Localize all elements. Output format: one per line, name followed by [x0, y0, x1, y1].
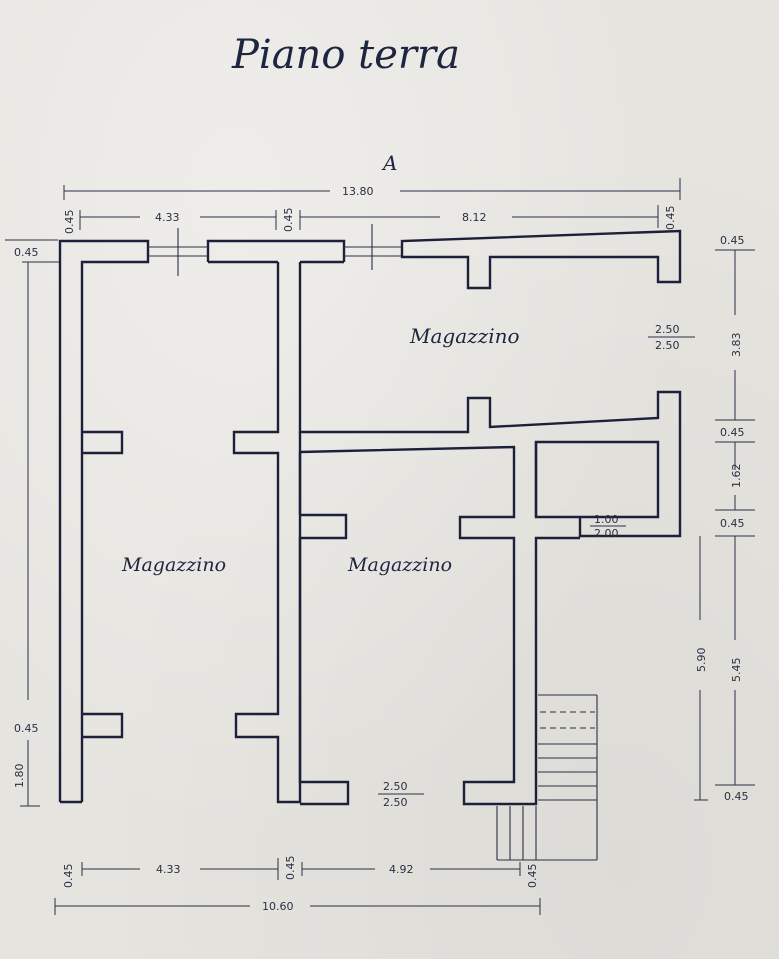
top-total-dimension: 13.80	[63, 178, 681, 200]
bottom-wall-mid-label: 0.45	[284, 856, 297, 881]
left-top-wall-label: 0.45	[14, 246, 39, 259]
north-mark: A	[381, 151, 397, 175]
bottom-wall-right-label: 0.45	[526, 864, 539, 889]
right-top-wall-label: 0.45	[720, 234, 745, 247]
opening-top-right-bottom: 2.50	[655, 339, 680, 352]
room-label-center: Magazzino	[347, 554, 452, 576]
top-span-left-label: 4.33	[155, 211, 180, 224]
bottom-span-right-label: 4.92	[389, 863, 414, 876]
right-wall-2-label: 0.45	[720, 426, 745, 439]
opening-small-bottom: 2.00	[594, 527, 619, 540]
stairs	[496, 694, 598, 861]
top-wall-left-label: 0.45	[63, 210, 76, 235]
top-wall-mid-label: 0.45	[282, 208, 295, 233]
right-inner-label: 5.90	[695, 648, 708, 673]
bottom-dimensions: 0.45 4.33 0.45 4.92 0.45 10.60	[54, 856, 541, 915]
right-span-1-label: 3.83	[730, 333, 743, 358]
top-wall	[148, 224, 682, 290]
room-label-left: Magazzino	[121, 554, 226, 576]
opening-small-top: 1.00	[594, 513, 619, 526]
top-total-label: 13.80	[342, 185, 374, 198]
opening-size-top-right: 2.50 2.50	[648, 323, 695, 352]
right-wall-3-label: 0.45	[720, 517, 745, 530]
lower-partitions	[298, 442, 580, 806]
opening-size-bottom-center: 2.50 2.50	[378, 780, 424, 809]
right-span-2-label: 1.62	[730, 464, 743, 489]
central-wall	[232, 262, 682, 804]
top-wall-right-label: 0.45	[664, 206, 677, 231]
opening-size-small-room: 1.00 2.00	[590, 513, 626, 540]
room-label-top-right: Magazzino	[409, 324, 520, 348]
left-dimensions: 0.45 0.45 1.80	[5, 239, 60, 807]
bottom-total-label: 10.60	[262, 900, 294, 913]
opening-bottom-bottom: 2.50	[383, 796, 408, 809]
left-room-pilasters	[82, 430, 124, 739]
right-bottom-wall-label: 0.45	[724, 790, 749, 803]
top-partial-dimensions: 0.45 4.33 0.45 8.12 0.45	[63, 205, 677, 234]
outer-left-wall	[58, 239, 150, 804]
bottom-wall-left-label: 0.45	[62, 864, 75, 889]
left-span-lower-label: 1.80	[13, 764, 26, 789]
opening-bottom-top: 2.50	[383, 780, 408, 793]
bottom-span-left-label: 4.33	[156, 863, 181, 876]
plan-title: Piano terra	[231, 32, 460, 78]
left-wall-lower-label: 0.45	[14, 722, 39, 735]
right-dimensions: 0.45 3.83 0.45 1.62 0.45 5.45 5.90 0.45	[694, 234, 755, 803]
opening-top-right-top: 2.50	[655, 323, 680, 336]
top-span-right-label: 8.12	[462, 211, 487, 224]
right-span-3-label: 5.45	[730, 658, 743, 683]
